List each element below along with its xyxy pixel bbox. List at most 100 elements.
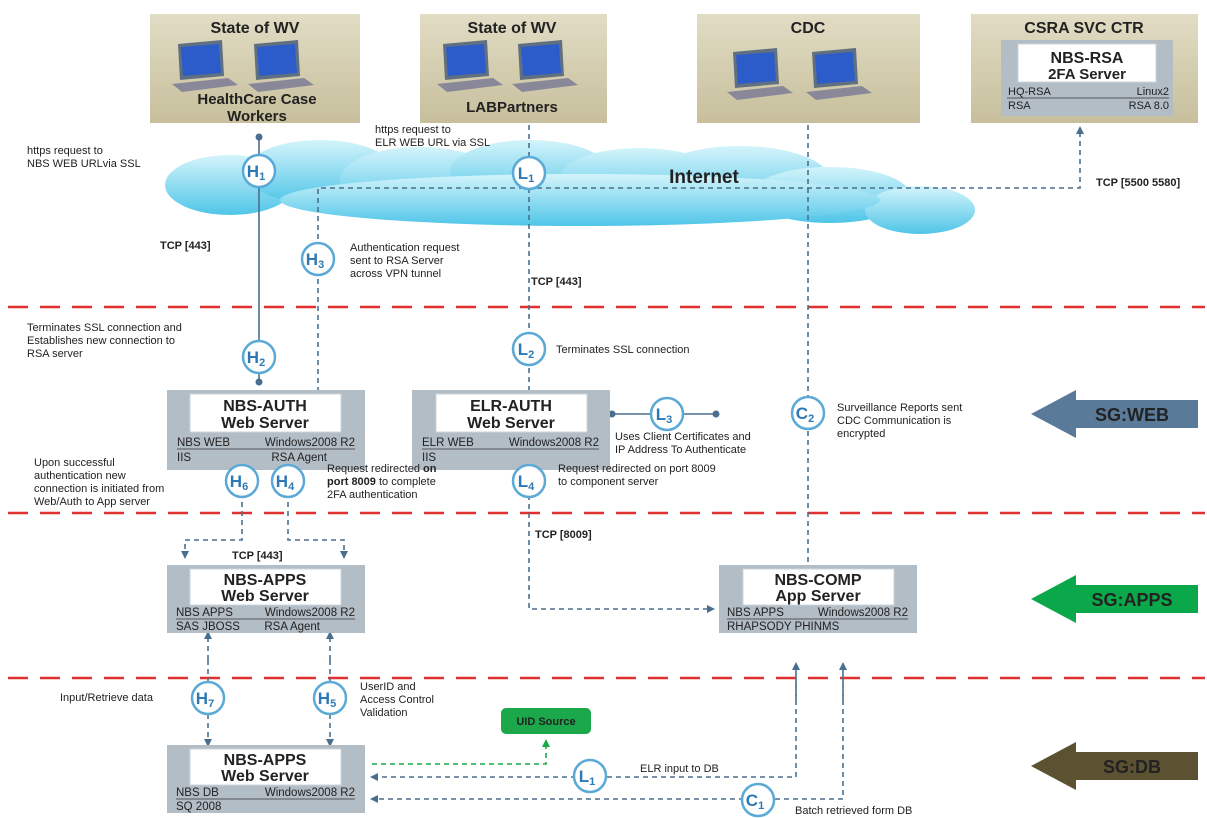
note-h7: Input/Retrieve data — [60, 692, 154, 704]
step-marker-l2: L2 — [511, 331, 547, 367]
server-row-right: RSA 8.0 — [1129, 100, 1169, 112]
server-row-left: HQ-RSA — [1008, 86, 1051, 98]
server-row-right: Windows2008 R2 — [509, 437, 599, 449]
server-name: NBS-APPS — [224, 572, 307, 589]
tcp-label: TCP [443] — [232, 550, 283, 562]
zone-arrow-db: SG:DB — [1031, 742, 1198, 790]
server-row-right: Linux2 — [1137, 86, 1169, 98]
laptop-icon — [437, 40, 503, 92]
server-name: ELR-AUTH — [470, 398, 552, 415]
step-marker-c1: C1 — [740, 782, 776, 818]
server-role: Web Server — [221, 415, 309, 432]
site-labpartners: State of WV LABPartners — [420, 14, 607, 123]
step-marker-l4: L4 — [511, 463, 547, 499]
server-role: Web Server — [221, 588, 309, 605]
server-row-left: ELR WEB — [422, 437, 474, 449]
note-h4: Request redirected on port 8009 to compl… — [327, 463, 440, 501]
step-marker-l1: L1 — [572, 758, 608, 794]
server-row-left: NBS DB — [176, 787, 219, 799]
tcp-label: TCP [443] — [160, 240, 211, 252]
server-nbs-comp: NBS-COMP App Server NBS APPS Windows2008… — [719, 565, 917, 633]
note-l2: Terminates SSL connection — [556, 344, 690, 356]
server-role: Web Server — [467, 415, 555, 432]
zone-label: SG:DB — [1103, 757, 1161, 777]
tcp-label: TCP [5500 5580] — [1096, 177, 1181, 189]
server-row-left: RSA — [1008, 100, 1031, 112]
server-row-left: SQ 2008 — [176, 801, 221, 813]
tcp-label: TCP [443] — [531, 276, 582, 288]
step-marker-c2: C2 — [790, 395, 826, 431]
server-row-left: NBS APPS — [176, 607, 233, 619]
zone-label: SG:WEB — [1095, 405, 1169, 425]
note-c1: Batch retrieved form DB — [795, 805, 912, 817]
site-subtitle: LABPartners — [466, 99, 558, 116]
step-marker-l3: L3 — [649, 396, 685, 432]
server-row-right: Windows2008 R2 — [265, 437, 355, 449]
zone-arrow-apps: SG:APPS — [1031, 575, 1198, 623]
internet-label: Internet — [669, 167, 739, 188]
server-role: App Server — [775, 588, 860, 605]
uid-source-label: UID Source — [516, 716, 575, 728]
laptop-icon — [248, 40, 314, 92]
internet-cloud: Internet — [165, 140, 975, 234]
zone-arrow-web: SG:WEB — [1031, 390, 1198, 438]
site-title: CSRA SVC CTR — [1024, 20, 1144, 37]
server-row-left: RHAPSODY PHINMS — [727, 621, 840, 633]
server-role: Web Server — [221, 768, 309, 785]
server-nbs-apps: NBS-APPS Web Server NBS APPS Windows2008… — [167, 565, 365, 633]
server-nbs-auth: NBS-AUTH Web Server NBS WEB Windows2008 … — [167, 390, 365, 470]
step-marker-h6: H6 — [224, 463, 260, 499]
step-marker-h4: H4 — [270, 463, 306, 499]
laptop-icon — [806, 48, 872, 100]
laptop-icon — [512, 40, 578, 92]
server-row-right: RSA Agent — [271, 452, 327, 464]
server-name: NBS-APPS — [224, 752, 307, 769]
server-name: NBS-RSA — [1051, 50, 1124, 67]
server-row-left: NBS APPS — [727, 607, 784, 619]
site-title: State of WV — [211, 20, 300, 37]
server-name: NBS-AUTH — [223, 398, 307, 415]
step-marker-h3: H3 — [300, 241, 336, 277]
step-marker-h2: H2 — [241, 339, 277, 375]
server-row-left: IIS — [422, 452, 436, 464]
server-row-left: IIS — [177, 452, 191, 464]
uid-source-badge: UID Source — [501, 708, 591, 734]
step-marker-l1: L1 — [511, 155, 547, 191]
server-elr-auth: ELR-AUTH Web Server ELR WEB Windows2008 … — [412, 390, 610, 470]
server-row-right: RSA Agent — [264, 621, 320, 633]
site-title: CDC — [791, 20, 826, 37]
site-csra: CSRA SVC CTR NBS-RSA 2FA Server HQ-RSA L… — [971, 14, 1198, 123]
server-name: NBS-COMP — [774, 572, 861, 589]
step-marker-h1: H1 — [241, 153, 277, 189]
note-l1-db: ELR input to DB — [640, 763, 719, 775]
server-row-left: NBS WEB — [177, 437, 230, 449]
laptop-icon — [172, 40, 238, 92]
server-row-right: Windows2008 R2 — [265, 607, 355, 619]
step-marker-h7: H7 — [190, 680, 226, 716]
site-cdc: CDC — [697, 14, 920, 123]
laptop-icon — [727, 48, 793, 100]
server-row-right: Windows2008 R2 — [818, 607, 908, 619]
step-marker-h5: H5 — [312, 680, 348, 716]
server-row-right: Windows2008 R2 — [265, 787, 355, 799]
site-title: State of WV — [468, 20, 557, 37]
server-row-left: SAS JBOSS — [176, 621, 240, 633]
server-nbs-db: NBS-APPS Web Server NBS DB Windows2008 R… — [167, 745, 365, 813]
server-role: 2FA Server — [1048, 66, 1126, 83]
tcp-label: TCP [8009] — [535, 529, 592, 541]
zone-label: SG:APPS — [1091, 590, 1172, 610]
